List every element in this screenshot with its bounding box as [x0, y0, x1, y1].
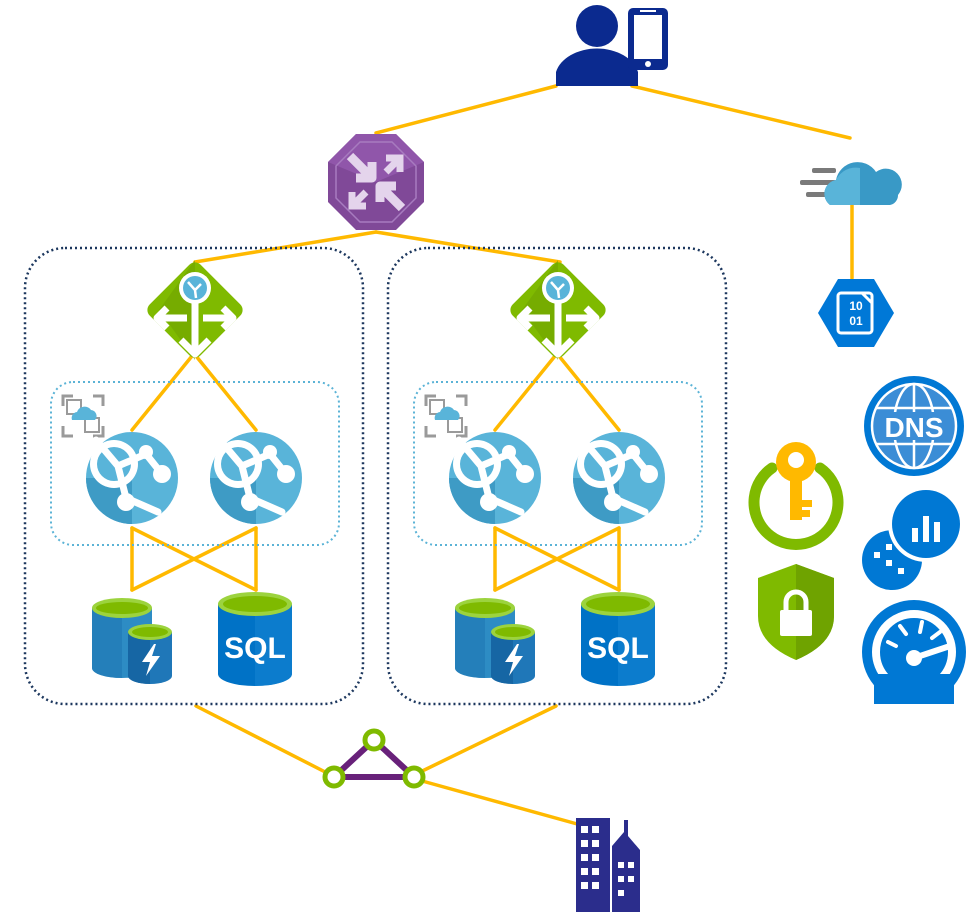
blob-storage-icon: 10 01 — [818, 279, 894, 347]
sql-database-icon: SQL — [581, 592, 655, 686]
app-gateway-icon — [507, 259, 609, 361]
app-gateway-icon — [144, 259, 246, 361]
app-service-icon — [210, 432, 302, 524]
analytics-icon — [862, 486, 964, 590]
dns-globe-icon: DNS — [864, 376, 964, 476]
subnet-left — [50, 381, 340, 546]
traffic-manager-icon — [328, 134, 424, 230]
sql-label: SQL — [587, 632, 649, 665]
monitor-gauge-icon — [862, 600, 966, 704]
user-mobile-icon — [556, 5, 668, 86]
app-service-icon — [449, 432, 541, 524]
cache-database-icon — [92, 598, 172, 684]
cache-database-icon — [455, 598, 535, 684]
app-service-icon — [86, 432, 178, 524]
key-vault-icon — [748, 442, 844, 550]
scale-set-icon — [61, 394, 105, 438]
sql-database-icon: SQL — [218, 592, 292, 686]
cdn-cloud-icon — [800, 162, 902, 205]
dns-label: DNS — [884, 412, 943, 443]
blob-bottom-label: 01 — [849, 314, 863, 328]
on-prem-building-icon — [576, 818, 640, 912]
sql-label: SQL — [224, 632, 286, 665]
security-shield-icon — [758, 564, 834, 660]
scale-set-icon — [424, 394, 468, 438]
subnet-right — [413, 381, 703, 546]
vnet-triangle-icon — [322, 728, 426, 789]
blob-top-label: 10 — [849, 299, 863, 313]
app-service-icon — [573, 432, 665, 524]
